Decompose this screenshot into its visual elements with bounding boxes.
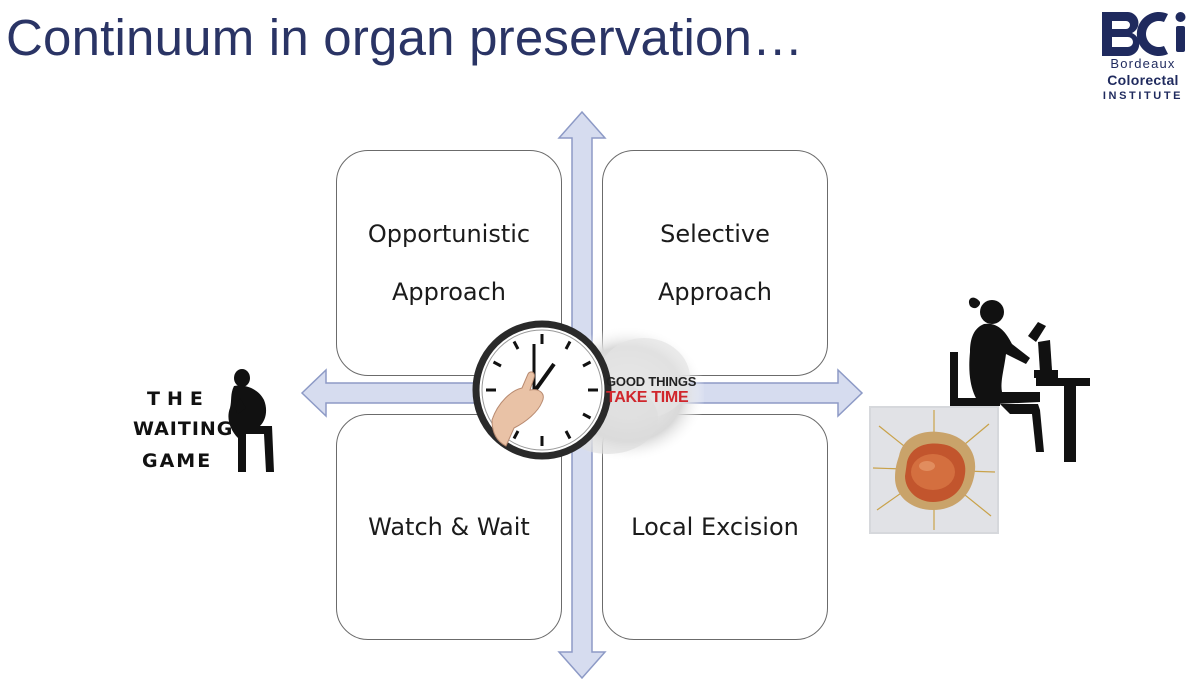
badge-text-take-time: TAKE TIME xyxy=(606,389,689,406)
quadrant-label-line2: Approach xyxy=(657,278,773,306)
good-things-take-time-badge: GOOD THINGS TAKE TIME xyxy=(468,318,704,468)
quadrant-local-excision: Local Excision xyxy=(602,414,828,640)
badge-text-good-things: GOOD THINGS xyxy=(606,374,697,389)
waiting-game-text-the: THE xyxy=(147,388,210,410)
quadrant-label: Watch & Wait xyxy=(368,513,530,541)
logo-text-colorectal: Colorectal xyxy=(1107,72,1179,88)
logo-text-institute: INSTITUTE xyxy=(1102,90,1184,102)
quadrant-label-line2: Approach xyxy=(391,278,507,306)
surgical-specimen-photo xyxy=(869,406,999,534)
institute-logo: Bordeaux Colorectal INSTITUTE xyxy=(1088,4,1198,106)
waiting-game-graphic: THE WAITING GAME xyxy=(130,368,290,478)
waiting-game-text-waiting: WAITING xyxy=(133,418,234,440)
quadrant-label-line1: Selective xyxy=(660,220,770,248)
quadrant-label-line1: Opportunistic xyxy=(367,220,531,248)
thinker-silhouette-icon xyxy=(228,369,274,472)
quadrant-label: Local Excision xyxy=(631,513,799,541)
clock-hand-icon xyxy=(472,320,704,462)
bci-logo-mark xyxy=(1102,12,1186,57)
page-title: Continuum in organ preservation… xyxy=(6,9,804,66)
logo-text-bordeaux: Bordeaux xyxy=(1110,56,1176,71)
waiting-game-text-game: GAME xyxy=(142,450,213,472)
